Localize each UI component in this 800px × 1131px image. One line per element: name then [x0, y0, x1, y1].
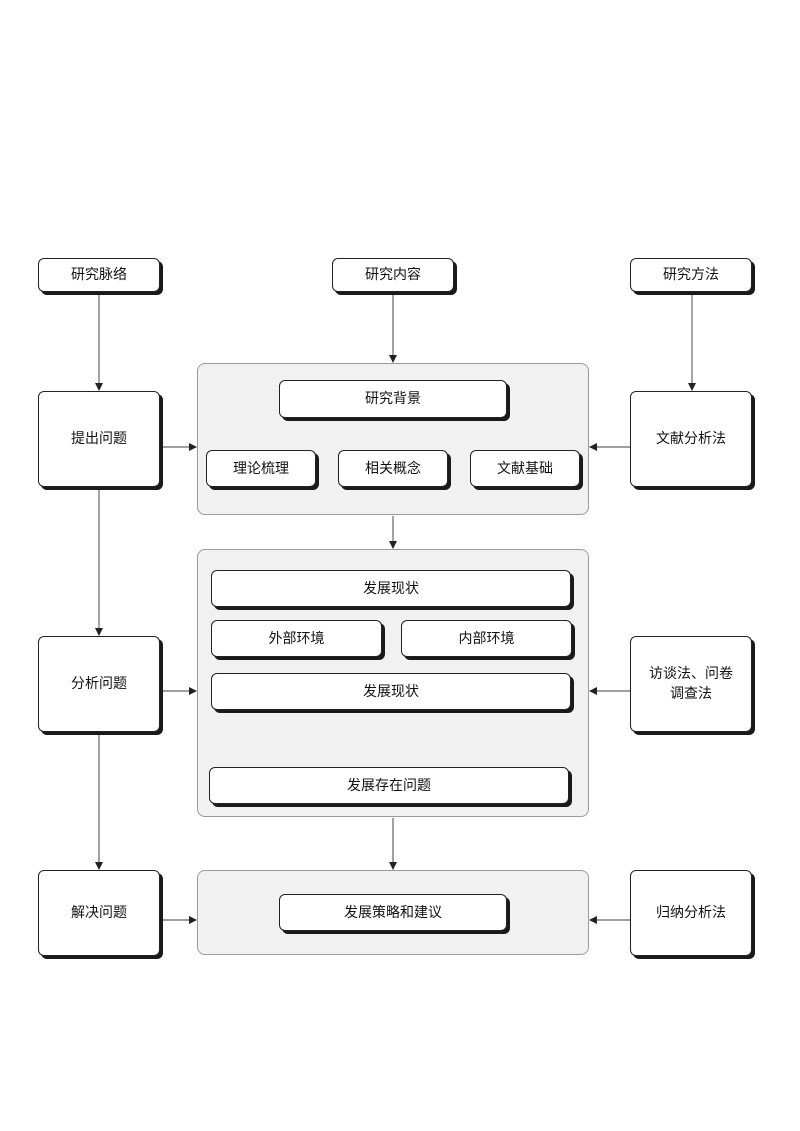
- box-development-status-mid: 发展现状: [211, 673, 571, 710]
- box-strategy-suggestions: 发展策略和建议: [279, 894, 507, 931]
- box-theory-review: 理论梳理: [206, 450, 316, 487]
- stage-solve-problem: 解决问题: [38, 870, 160, 956]
- method-interview-survey: 访谈法、问卷 调查法: [630, 636, 752, 732]
- column-header-research-context: 研究脉络: [38, 258, 160, 292]
- box-external-environment: 外部环境: [211, 620, 382, 657]
- stage-raise-problem: 提出问题: [38, 391, 160, 487]
- stage-analyze-problem: 分析问题: [38, 636, 160, 732]
- box-development-problems: 发展存在问题: [209, 767, 569, 804]
- column-header-research-method: 研究方法: [630, 258, 752, 292]
- box-internal-environment: 内部环境: [401, 620, 572, 657]
- method-interview-survey-line1: 访谈法、问卷: [649, 666, 733, 682]
- box-research-background: 研究背景: [279, 380, 507, 418]
- method-literature-analysis: 文献分析法: [630, 391, 752, 487]
- method-inductive-analysis: 归纳分析法: [630, 870, 752, 956]
- method-interview-survey-line2: 调查法: [670, 686, 712, 702]
- column-header-research-content: 研究内容: [332, 258, 454, 292]
- box-related-concepts: 相关概念: [338, 450, 448, 487]
- box-literature-basis: 文献基础: [470, 450, 580, 487]
- box-development-status-top: 发展现状: [211, 570, 571, 607]
